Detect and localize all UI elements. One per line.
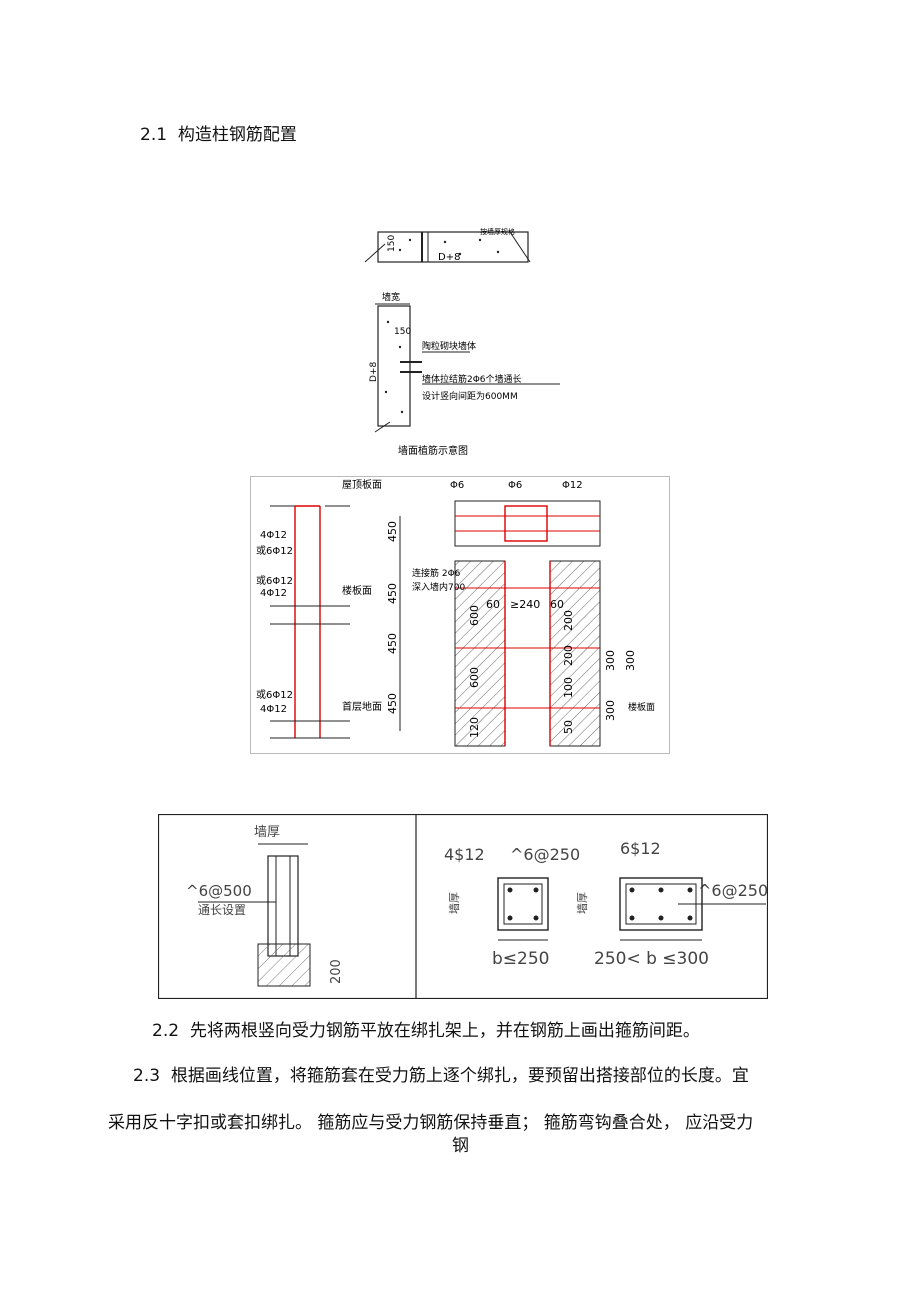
rebar-label-2: 或6Φ12 bbox=[256, 545, 293, 557]
column-section-panel: 4$12 ^6@250 6$12 ^6@250 墙厚 墙厚 b≤250 250<… bbox=[444, 839, 768, 969]
figure-caption: 墙面植筋示意图 bbox=[398, 444, 468, 457]
block-wall-label: 陶粒砌块墙体 bbox=[422, 340, 476, 352]
dim-300-a: 300 bbox=[604, 650, 617, 671]
section-title: 构造柱钢筋配置 bbox=[177, 125, 297, 145]
wall-thick-label-2: 墙厚 bbox=[447, 892, 461, 914]
break-mark bbox=[364, 243, 386, 263]
paragraph-continuation-line-2: 钢 bbox=[452, 1136, 469, 1156]
stirrup-c-label: ^6@250 bbox=[698, 881, 768, 900]
conn-label-1: 连接筋 2Φ6 bbox=[412, 567, 461, 579]
l50-label: 150 bbox=[394, 327, 411, 337]
roof-label: 屋顶板面 bbox=[342, 478, 382, 491]
wall-section-panel: 墙厚 ^6@500 通长设置 200 bbox=[186, 825, 344, 987]
ground-label: 首层地面 bbox=[342, 700, 382, 713]
d200-label: 200 bbox=[329, 959, 344, 984]
section-text: 先将两根竖向受力钢筋平放在绑扎架上，并在钢筋上画出箍筋间距。 bbox=[189, 1021, 700, 1041]
dim-60-b: 60 bbox=[550, 598, 564, 611]
dim-450-c: 450 bbox=[386, 633, 399, 654]
top-label-bottom: D+8 bbox=[438, 252, 460, 263]
top-label-right: 按墙厚规格 bbox=[480, 227, 515, 236]
tie-bar-label: 墙体拉结筋2Φ6个墙通长 bbox=[422, 373, 522, 385]
section-2-2-paragraph: 2.2 先将两根竖向受力钢筋平放在绑扎架上，并在钢筋上画出箍筋间距。 bbox=[152, 1016, 700, 1041]
conn-label-2: 深入墙内700 bbox=[412, 581, 465, 593]
dim-450-b: 450 bbox=[386, 583, 399, 604]
rebar-label-1: 4Φ12 bbox=[260, 530, 287, 541]
b-le-250-label: b≤250 bbox=[492, 949, 549, 969]
dim-60-a: 60 bbox=[486, 598, 500, 611]
section-2-3-paragraph: 2.3 根据画线位置，将箍筋套在受力筋上逐个绑扎，要预留出搭接部位的长度。宜 bbox=[133, 1061, 749, 1086]
wall-rebar-schematic: 150 按墙厚规格 D+8 墙宽 150 D+8 陶粒砌块墙体 墙体拉结筋2Φ6… bbox=[364, 227, 560, 457]
dim-300-c: 300 bbox=[604, 700, 617, 721]
floor-label: 楼板面 bbox=[342, 584, 372, 597]
dim-450-d: 450 bbox=[386, 693, 399, 714]
rebar-label-4: 4Φ12 bbox=[260, 588, 287, 599]
floor-label-2: 楼板面 bbox=[628, 701, 655, 713]
wall-thick-label: 墙厚 bbox=[254, 825, 280, 840]
column-section-details: 墙厚 ^6@500 通长设置 200 4$12 ^6@250 6$12 ^6@2… bbox=[158, 814, 768, 999]
dim-ge240: ≥240 bbox=[510, 598, 540, 611]
column-elevation-diagram: 屋顶板面 楼板面 首层地面 4Φ12 或6Φ12 或6Φ12 4Φ12 或6Φ1… bbox=[250, 476, 670, 754]
dim-600-a: 600 bbox=[468, 605, 481, 626]
spacing-label: 设计竖向间距为600MM bbox=[422, 390, 518, 402]
wall-section bbox=[377, 305, 411, 427]
wall-width-label: 墙宽 bbox=[382, 291, 400, 303]
bars4-label: 4$12 bbox=[444, 845, 485, 864]
section-2-1-heading: 2.1 构造柱钢筋配置 bbox=[140, 120, 297, 145]
dim-300-b: 300 bbox=[624, 650, 637, 671]
dim-200-b: 200 bbox=[562, 645, 575, 666]
plan-strip bbox=[377, 231, 529, 263]
d8-label: D+8 bbox=[369, 362, 379, 382]
dim-600-b: 600 bbox=[468, 667, 481, 688]
phi6-label-b: Φ6 bbox=[508, 480, 522, 491]
stirrup-a-label: ^6@500 bbox=[186, 882, 252, 900]
wall-thick-label-3: 墙厚 bbox=[575, 892, 589, 914]
rebar-label-5: 或6Φ12 bbox=[256, 689, 293, 701]
right-elevation: Φ6 Φ6 Φ12 连接筋 2Φ6 深入墙内700 60 ≥240 60 600… bbox=[412, 480, 655, 747]
rebar-label-6: 4Φ12 bbox=[260, 704, 287, 715]
full-length-label: 通长设置 bbox=[198, 903, 246, 917]
bars6-label: 6$12 bbox=[620, 839, 661, 858]
left-elevation: 屋顶板面 楼板面 首层地面 4Φ12 或6Φ12 或6Φ12 4Φ12 或6Φ1… bbox=[256, 478, 401, 739]
section-number: 2.3 bbox=[133, 1066, 161, 1086]
dim-100: 100 bbox=[562, 677, 575, 698]
top-label-vertical: 150 bbox=[387, 235, 397, 252]
rebar-label-3: 或6Φ12 bbox=[256, 575, 293, 587]
section-number: 2.1 bbox=[140, 125, 168, 145]
dim-120: 120 bbox=[468, 717, 481, 738]
dim-200-a: 200 bbox=[562, 610, 575, 631]
section-text: 根据画线位置，将箍筋套在受力筋上逐个绑扎，要预留出搭接部位的长度。宜 bbox=[170, 1066, 749, 1086]
paragraph-continuation-line-1: 采用反十字扣或套扣绑扎。 箍筋应与受力钢筋保持垂直； 箍筋弯钩叠合处， 应沿受力 bbox=[108, 1113, 754, 1133]
b-range-label: 250< b ≤300 bbox=[594, 949, 709, 969]
stirrup-b-label: ^6@250 bbox=[510, 845, 580, 864]
phi12-label: Φ12 bbox=[562, 480, 583, 491]
dim-50: 50 bbox=[562, 720, 575, 734]
dim-450-a: 450 bbox=[386, 521, 399, 542]
phi6-label-a: Φ6 bbox=[450, 480, 464, 491]
section-number: 2.2 bbox=[152, 1021, 180, 1041]
